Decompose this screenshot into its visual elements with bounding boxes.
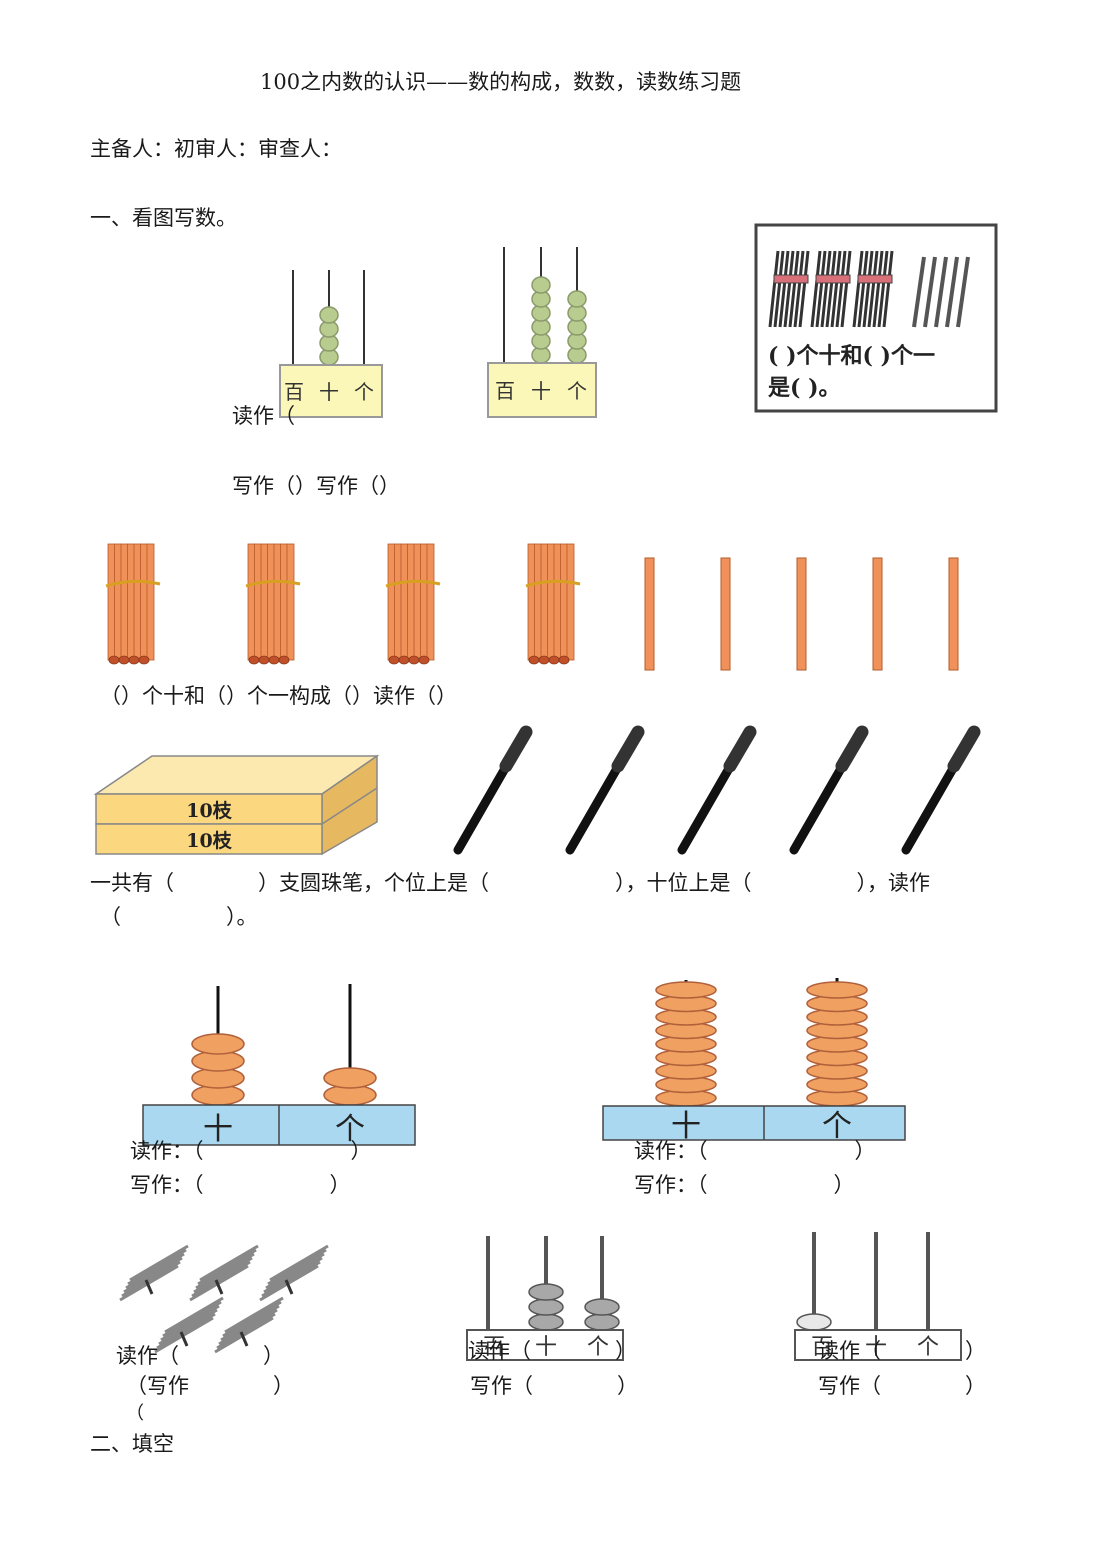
bead (319, 306, 339, 324)
stick-bundle (810, 250, 852, 328)
box-label-top: 10枝 (186, 799, 232, 822)
bead (528, 1313, 564, 1331)
box-label-bottom: 10枝 (186, 829, 232, 852)
stick-bundle (852, 250, 894, 328)
big-right-write: 写作：（ ） (634, 1173, 855, 1197)
pens-caption-line1: 一共有（ ）支圆珠笔，个位上是（ ），十位上是（ ），读作 (90, 871, 930, 895)
bead (528, 1298, 564, 1316)
abacus-bottom-right: 百 十 个 (794, 1232, 962, 1361)
sticks-box: ( )个十和( )个一 是( )。 (754, 223, 998, 413)
bead (806, 981, 868, 999)
write-prompts-top: 写作（）写作（） (232, 474, 400, 498)
abacus-label-ge: 个 (587, 1335, 609, 1360)
stick-bundle (385, 543, 441, 665)
stick-bundle (525, 543, 581, 665)
stick-bundle (245, 543, 301, 665)
bead (531, 276, 551, 294)
bead (584, 1313, 620, 1331)
bead (323, 1067, 377, 1089)
big-left-write: 写作：（ ） (130, 1173, 351, 1197)
abacus-label-ge: 个 (822, 1109, 852, 1144)
abacus-top-left: 百 十 个 (279, 270, 383, 418)
single-stick (948, 557, 959, 671)
stick-bundle (154, 1296, 224, 1354)
preparers-line: 主备人：初审人：审查人： (90, 137, 342, 161)
bundles-caption: （）个十和（）个一构成（）读作（） (100, 684, 457, 708)
abacus-label-bai: 百 (483, 1335, 505, 1360)
abacus-label-ge: 个 (917, 1335, 939, 1360)
single-stick (872, 557, 883, 671)
single-stick (644, 557, 655, 671)
pen (453, 725, 533, 855)
bottom-right-write: 写作（ ） (818, 1374, 986, 1398)
single-stick (923, 256, 937, 328)
single-stick (945, 256, 959, 328)
pen (901, 725, 981, 855)
abacus-top-right: 百 十 个 (487, 247, 597, 418)
bead (567, 290, 587, 308)
bundles-row (105, 543, 959, 671)
abacus-big-left: 十 个 (142, 984, 416, 1147)
abacus-bottom-middle: 百 十 个 (466, 1236, 624, 1361)
stick-bundle (189, 1244, 259, 1302)
single-stick (956, 256, 970, 328)
abacus-label-bai: 百 (811, 1335, 833, 1360)
abacus-label-ge: 个 (354, 380, 374, 404)
section1-heading: 一、看图写数。 (90, 206, 237, 230)
loose-pens (453, 725, 981, 855)
pen-boxes: 10枝 10枝 (93, 754, 380, 856)
bead (796, 1313, 832, 1331)
bottom-sticks-extra: （ (126, 1403, 144, 1424)
stick-bundle (768, 250, 810, 328)
single-stick (796, 557, 807, 671)
bottom-sticks-read: 读作（ ） (116, 1344, 284, 1368)
bead (655, 981, 717, 999)
bead (584, 1298, 620, 1316)
bottom-right-read: 读作（ ） (818, 1339, 986, 1363)
sticks-box-line2: 是( )。 (768, 375, 840, 401)
stick-bundle (105, 543, 161, 665)
pens-caption-line2: （ ）。 (100, 905, 258, 929)
bottom-mid-write: 写作（ ） (470, 1374, 638, 1398)
pen (789, 725, 869, 855)
sticks-box-line1: ( )个十和( )个一 (768, 343, 935, 369)
section2-heading: 二、填空 (90, 1432, 174, 1456)
abacus-label-ge: 个 (567, 379, 587, 403)
abacus-label-shi: 十 (535, 1335, 557, 1360)
abacus-label-shi: 十 (865, 1335, 887, 1360)
bottom-stick-bundles (119, 1244, 329, 1354)
stick-bundle (119, 1244, 189, 1302)
abacus-label-shi: 十 (531, 379, 551, 403)
bottom-sticks-write: （写作 ） (126, 1374, 294, 1398)
abacus-label-ge: 个 (335, 1112, 365, 1147)
stick-bundle (259, 1244, 329, 1302)
read-prompt-top: 读作（ (232, 404, 295, 428)
bead (528, 1283, 564, 1301)
single-stick (912, 256, 926, 328)
abacus-label-bai: 百 (495, 379, 515, 403)
pen (565, 725, 645, 855)
page-title: 100之内数的认识——数的构成，数数，读数练习题 (260, 70, 742, 94)
pen (677, 725, 757, 855)
abacus-label-bai: 百 (284, 380, 304, 404)
abacus-label-shi: 十 (203, 1112, 233, 1147)
abacus-big-right: 十 个 (602, 978, 906, 1144)
stick-bundle (214, 1296, 284, 1354)
single-stick (934, 256, 948, 328)
big-right-read: 读作：（ ） (634, 1139, 876, 1163)
single-stick (720, 557, 731, 671)
abacus-label-shi: 十 (671, 1109, 701, 1144)
big-left-read: 读作：（ ） (130, 1139, 372, 1163)
bottom-mid-read: 读作（ ） (468, 1339, 636, 1363)
bead (191, 1033, 245, 1055)
abacus-label-shi: 十 (319, 380, 339, 404)
